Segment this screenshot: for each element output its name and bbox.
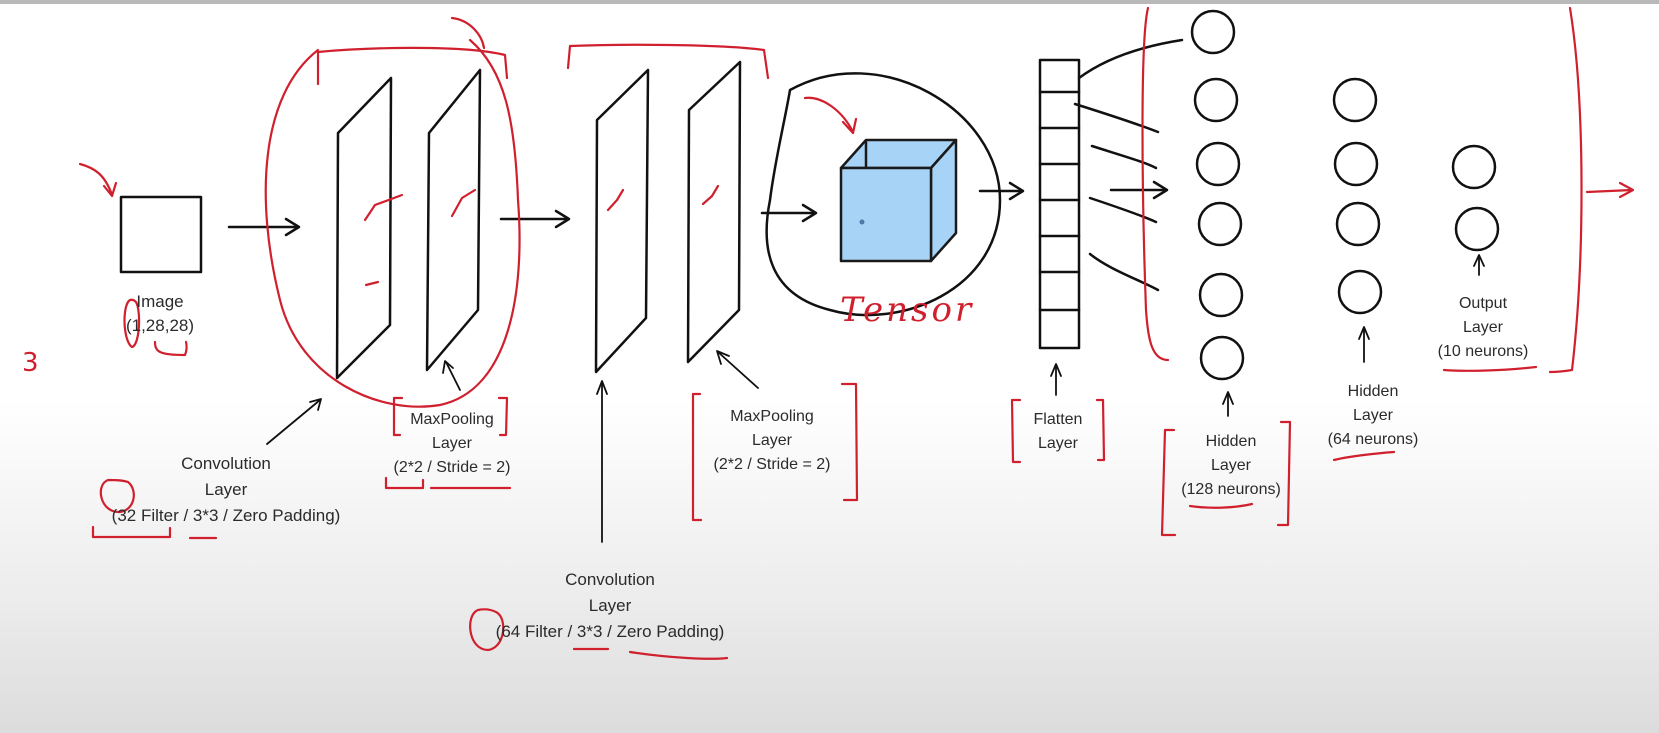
tensor-cube xyxy=(839,138,958,263)
conv2-label-params: (64 Filter / 3*3 / Zero Padding) xyxy=(495,622,725,641)
conv2-label: Convolution Layer (64 Filter / 3*3 / Zer… xyxy=(462,567,758,645)
side-number-annotation: 3 xyxy=(22,348,39,378)
neuron xyxy=(1195,141,1241,187)
image-label-shape: (1,28,28) xyxy=(125,316,195,335)
pool1-feature-map xyxy=(425,68,482,372)
conv1-feature-map xyxy=(335,76,393,380)
conv2-label-title: Convolution xyxy=(565,570,655,589)
pool1-label-title: MaxPooling xyxy=(410,411,494,428)
hidden1-label-subtitle: Layer xyxy=(1210,457,1252,474)
output-label-subtitle: Layer xyxy=(1462,319,1504,336)
conv1-label-params: (32 Filter / 3*3 / Zero Padding) xyxy=(111,506,341,525)
pool2-feature-map xyxy=(686,60,742,364)
pool1-label: MaxPooling Layer (2*2 / Stride = 2) xyxy=(375,408,529,480)
conv1-label-title: Convolution xyxy=(181,454,271,473)
image-label: Image (1,28,28) xyxy=(108,290,212,338)
output-label-params: (10 neurons) xyxy=(1437,343,1529,360)
neuron xyxy=(1197,201,1243,247)
neuron xyxy=(1332,77,1378,123)
hidden1-label-params: (128 neurons) xyxy=(1181,481,1281,498)
output-label-title: Output xyxy=(1458,295,1508,312)
pool1-label-params: (2*2 / Stride = 2) xyxy=(393,459,511,476)
flatten-vector xyxy=(1038,58,1081,350)
hidden-layer-1-neurons xyxy=(1190,9,1245,381)
image-label-title: Image xyxy=(136,292,184,311)
top-border xyxy=(0,0,1659,4)
neuron xyxy=(1454,206,1500,252)
hidden2-label-title: Hidden xyxy=(1347,383,1399,400)
neuron xyxy=(1190,9,1236,55)
flatten-label: Flatten Layer xyxy=(1017,408,1099,456)
pool1-label-subtitle: Layer xyxy=(431,435,473,452)
pool2-label: MaxPooling Layer (2*2 / Stride = 2) xyxy=(696,405,848,477)
hidden2-label: Hidden Layer (64 neurons) xyxy=(1310,380,1436,452)
hidden-layer-2-neurons xyxy=(1332,77,1383,315)
neuron xyxy=(1199,335,1245,381)
neuron xyxy=(1333,141,1379,187)
conv2-feature-map xyxy=(594,68,650,374)
neuron xyxy=(1335,201,1381,247)
input-image-box xyxy=(119,195,203,274)
pool2-label-subtitle: Layer xyxy=(751,432,793,449)
neuron xyxy=(1198,272,1244,318)
flatten-connections xyxy=(1073,38,1184,292)
pool2-label-params: (2*2 / Stride = 2) xyxy=(713,456,831,473)
red-annotations xyxy=(78,6,1635,660)
conv1-label-subtitle: Layer xyxy=(204,480,248,499)
output-label: Output Layer (10 neurons) xyxy=(1424,292,1542,364)
conv1-label: Convolution Layer (32 Filter / 3*3 / Zer… xyxy=(78,451,374,529)
neuron xyxy=(1451,144,1497,190)
neuron xyxy=(1193,77,1239,123)
neuron xyxy=(1337,269,1383,315)
tensor-outline xyxy=(765,72,1002,317)
flatten-label-title: Flatten xyxy=(1033,411,1083,428)
label-pointers xyxy=(266,254,1485,543)
flatten-label-subtitle: Layer xyxy=(1037,435,1079,452)
output-layer-neurons xyxy=(1451,144,1500,252)
hidden2-label-params: (64 neurons) xyxy=(1327,431,1419,448)
tensor-annotation: Tensor xyxy=(840,290,975,330)
flow-arrows xyxy=(227,180,1169,237)
pool2-label-title: MaxPooling xyxy=(730,408,814,425)
hidden1-label: Hidden Layer (128 neurons) xyxy=(1168,430,1294,502)
hidden1-label-title: Hidden xyxy=(1205,433,1257,450)
hidden2-label-subtitle: Layer xyxy=(1352,407,1394,424)
conv2-label-subtitle: Layer xyxy=(588,596,632,615)
